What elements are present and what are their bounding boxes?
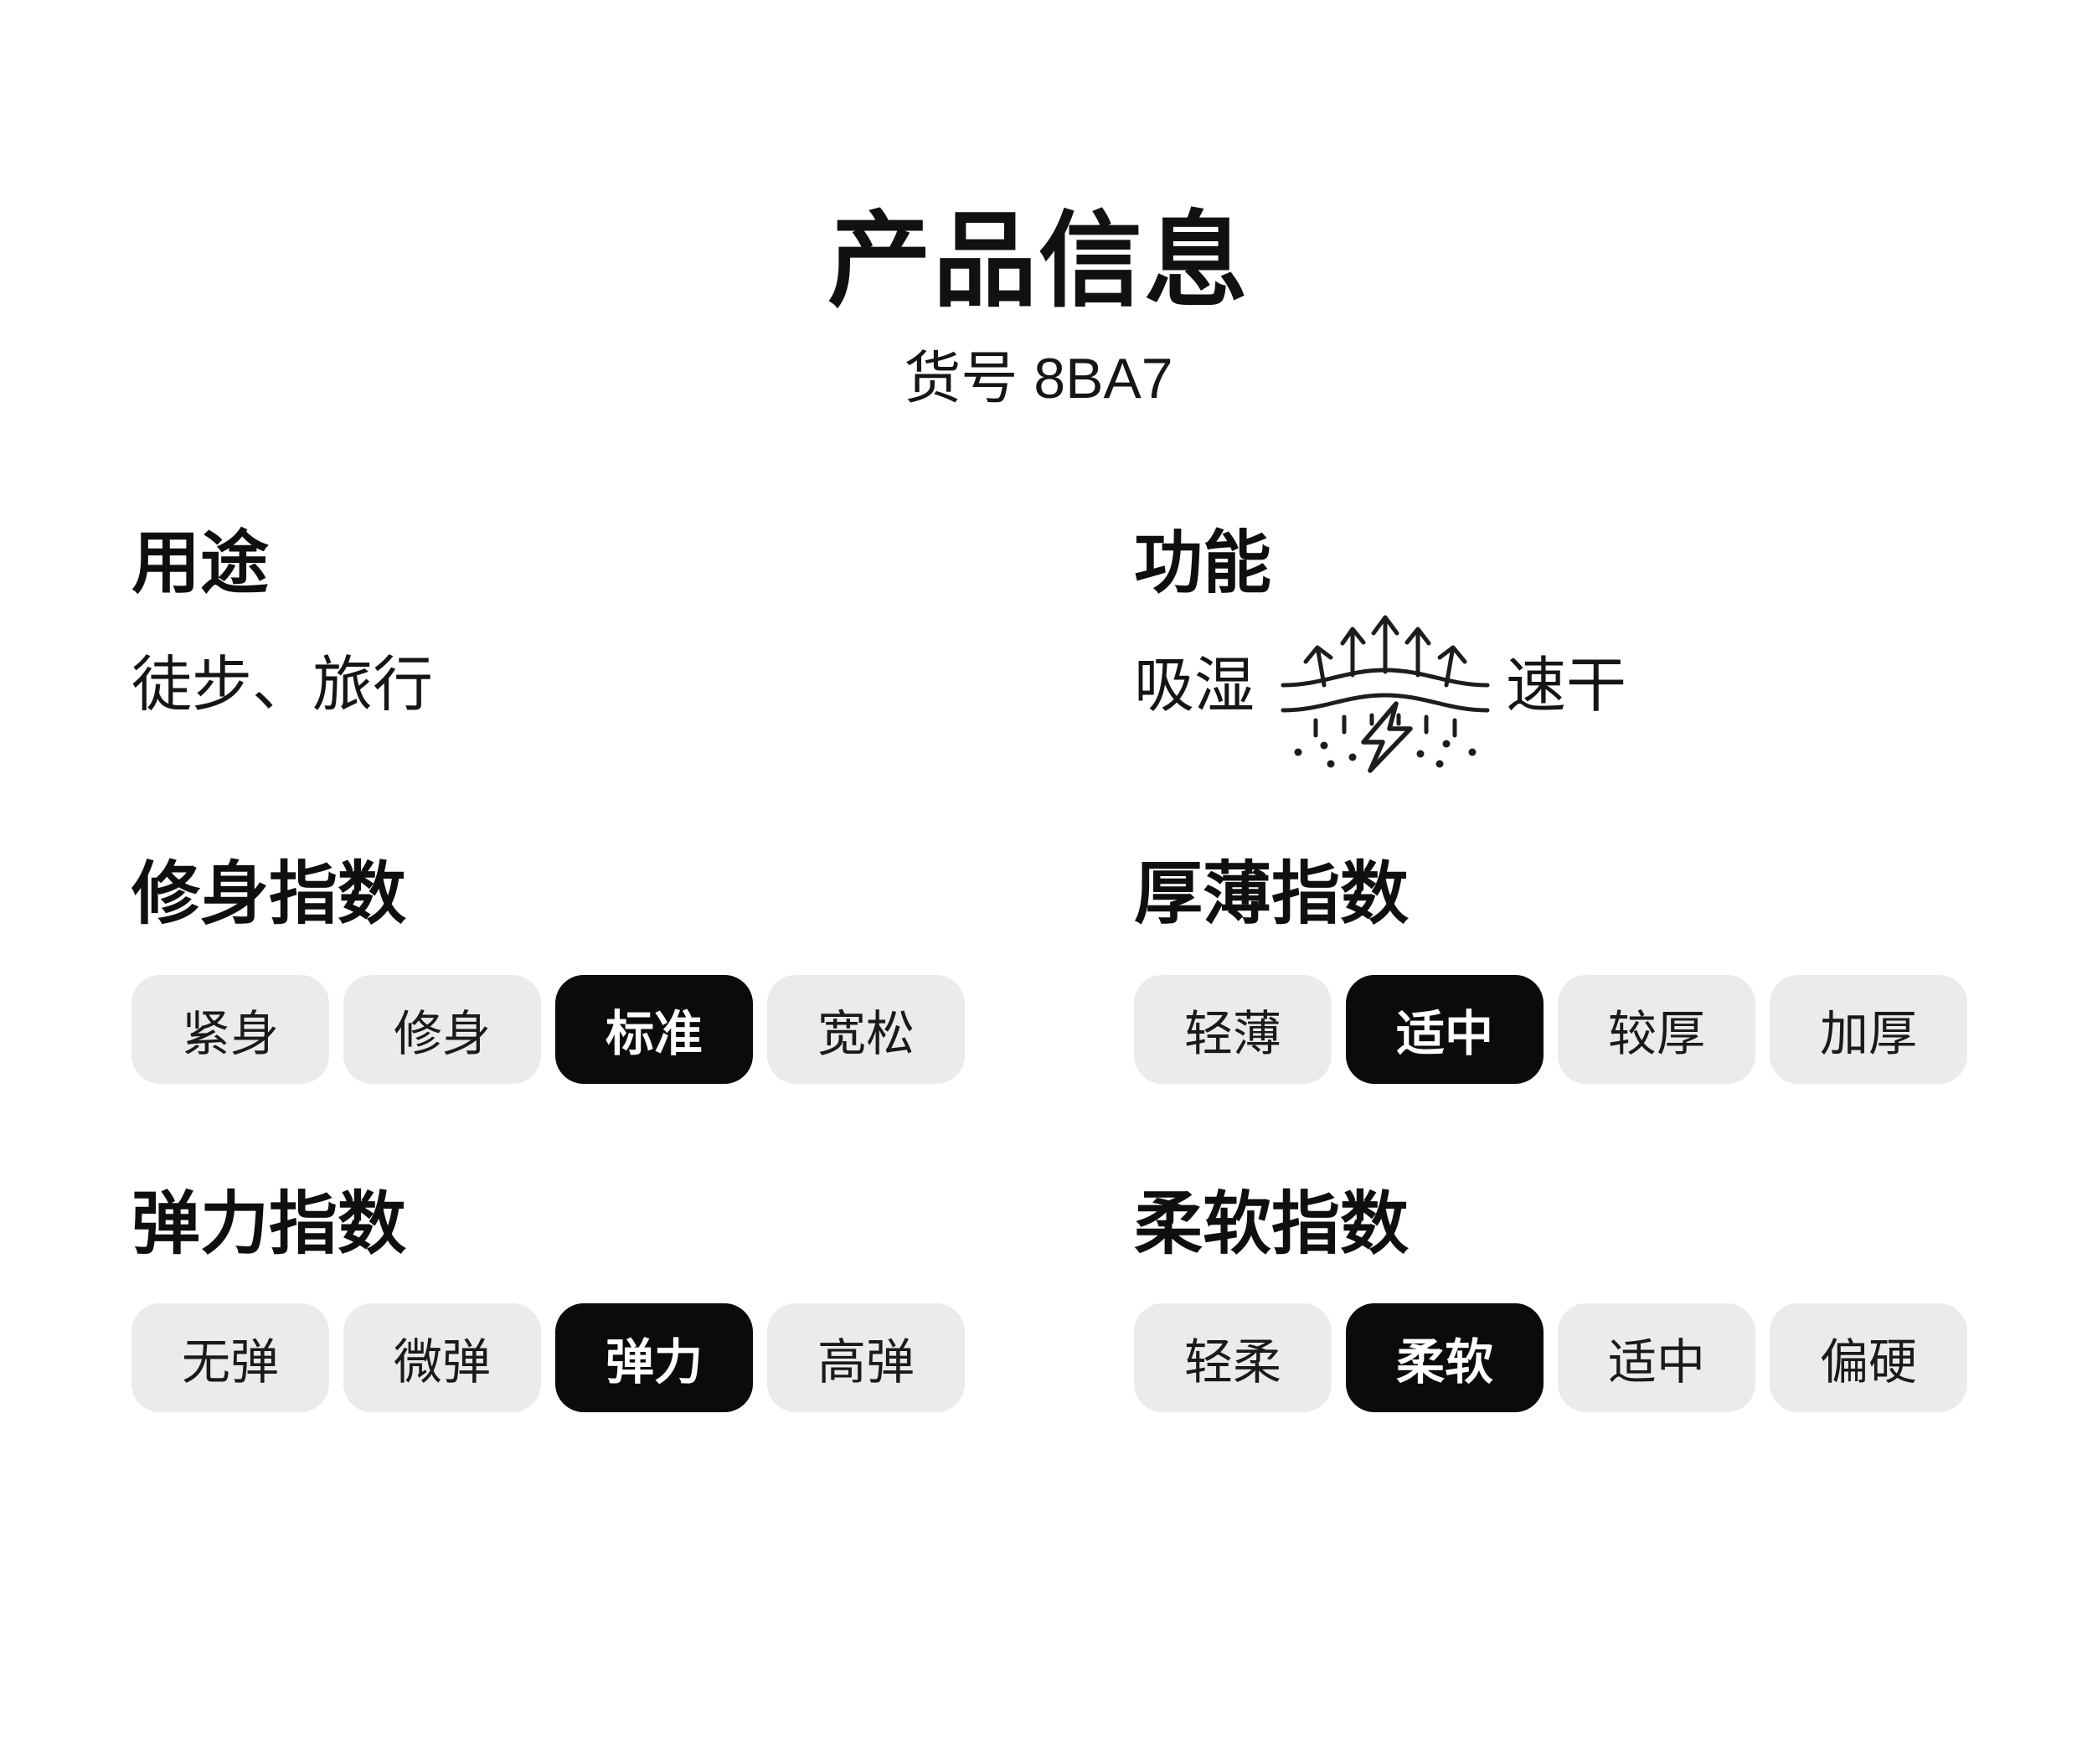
page-title: 产品信息	[827, 204, 1250, 319]
thickness-option-extra-thick[interactable]: 加厚	[1770, 975, 1967, 1084]
moisture-quick-dry-icon	[1281, 615, 1490, 773]
item-number: 货号 8BA7	[904, 347, 1173, 410]
softness-option-extra-soft[interactable]: 轻柔	[1134, 1303, 1332, 1412]
section-softness-index: 柔软指数 轻柔 柔软 适中 偏硬	[1134, 1190, 2077, 1525]
softness-heading: 柔软指数	[1134, 1186, 1410, 1262]
fit-option-tight[interactable]: 紧身	[131, 975, 329, 1084]
moisture-label: 吸湿	[1134, 652, 1255, 720]
thickness-option-thick[interactable]: 较厚	[1558, 975, 1755, 1084]
softness-option-soft[interactable]: 柔软	[1346, 1303, 1544, 1412]
function-heading: 功能	[1134, 525, 1272, 601]
elasticity-option-high[interactable]: 高弹	[767, 1303, 965, 1412]
softness-option-medium[interactable]: 适中	[1558, 1303, 1755, 1412]
elasticity-heading: 弹力指数	[131, 1186, 407, 1262]
fit-option-slim[interactable]: 修身	[343, 975, 541, 1084]
elasticity-option-slight[interactable]: 微弹	[343, 1303, 541, 1412]
thickness-options: 轻薄 适中 较厚 加厚	[1134, 975, 2077, 1084]
elasticity-option-elastic[interactable]: 弹力	[555, 1303, 753, 1412]
quick-dry-label: 速干	[1506, 652, 1627, 720]
fit-option-standard[interactable]: 标准	[555, 975, 753, 1084]
fit-options: 紧身 修身 标准 宽松	[131, 975, 1134, 1084]
elasticity-option-none[interactable]: 无弹	[131, 1303, 329, 1412]
function-line: 吸湿	[1134, 598, 2077, 774]
section-fit-index: 修身指数 紧身 修身 标准 宽松	[131, 860, 1134, 1190]
section-function: 功能 吸湿	[1134, 529, 2077, 860]
section-thickness-index: 厚薄指数 轻薄 适中 较厚 加厚	[1134, 860, 2077, 1190]
section-usage: 用途 徒步、旅行	[131, 529, 1134, 860]
softness-options: 轻柔 柔软 适中 偏硬	[1134, 1303, 2077, 1412]
section-elasticity-index: 弹力指数 无弹 微弹 弹力 高弹	[131, 1190, 1134, 1525]
thickness-option-light[interactable]: 轻薄	[1134, 975, 1332, 1084]
softness-option-firm[interactable]: 偏硬	[1770, 1303, 1967, 1412]
product-info-content: 用途 徒步、旅行 功能 吸湿	[0, 529, 2077, 1525]
elasticity-options: 无弹 微弹 弹力 高弹	[131, 1303, 1134, 1412]
usage-value: 徒步、旅行	[131, 652, 434, 719]
usage-heading: 用途	[131, 525, 270, 601]
thickness-option-medium[interactable]: 适中	[1346, 975, 1544, 1084]
fit-option-loose[interactable]: 宽松	[767, 975, 965, 1084]
fit-heading: 修身指数	[131, 856, 407, 932]
thickness-heading: 厚薄指数	[1134, 856, 1410, 932]
